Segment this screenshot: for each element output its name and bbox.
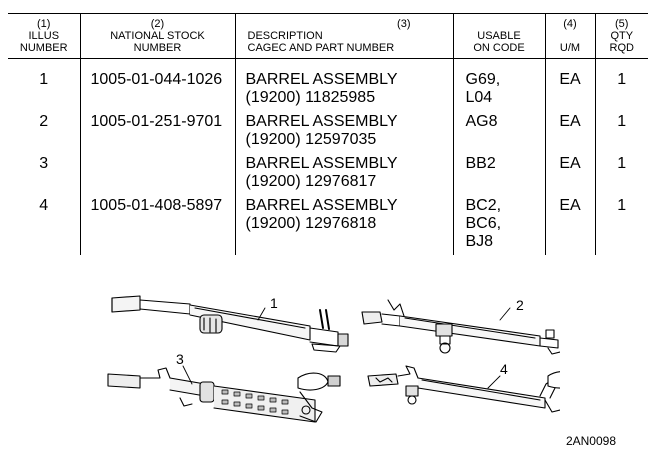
nsn-cell: 1005-01-251-9701	[79, 107, 235, 149]
header-usable-on-code: USABLE ON CODE	[452, 13, 545, 59]
parts-table: (1) ILLUS NUMBER (2) NATIONAL STOCK NUMB…	[8, 13, 648, 255]
barrel-assemblies-illustration: 1 2 3 4	[107, 295, 560, 423]
header-national-stock-number: (2) NATIONAL STOCK NUMBER	[79, 13, 235, 59]
nsn-cell: 1005-01-044-1026	[79, 58, 235, 107]
callout-2: 2	[516, 297, 524, 313]
table-row: 3 BARREL ASSEMBLY (19200) 12976817 BB2 E…	[8, 149, 648, 191]
unit-of-measure-cell: EA	[544, 107, 595, 149]
table-row: 4 1005-01-408-5897 BARREL ASSEMBLY (1920…	[8, 191, 648, 255]
unit-of-measure-cell: EA	[544, 191, 595, 255]
description-cell: BARREL ASSEMBLY (19200) 11825985	[234, 58, 453, 107]
unit-of-measure-cell: EA	[544, 58, 595, 107]
description-cell: BARREL ASSEMBLY (19200) 12976818	[234, 191, 453, 255]
usable-on-code-cell: G69, L04	[452, 58, 545, 107]
callout-1: 1	[270, 295, 278, 311]
table-row: 2 1005-01-251-9701 BARREL ASSEMBLY (1920…	[8, 107, 648, 149]
barrel-assembly-1-drawing	[111, 295, 349, 353]
header-row: (1) ILLUS NUMBER (2) NATIONAL STOCK NUMB…	[8, 13, 648, 59]
illus-number-cell: 1	[39, 71, 49, 88]
header-quantity-required: (5) QTY RQD	[594, 13, 648, 59]
unit-of-measure-cell: EA	[544, 149, 595, 191]
usable-on-code-cell: AG8	[452, 107, 545, 149]
description-cell: BARREL ASSEMBLY (19200) 12597035	[234, 107, 453, 149]
header-illus-number: (1) ILLUS NUMBER	[8, 13, 80, 59]
quantity-cell: 1	[594, 149, 648, 191]
header-description: (3) DESCRIPTION CAGEC AND PART NUMBER	[234, 13, 453, 59]
header-unit-of-measure: (4) U/M	[544, 13, 595, 59]
barrel-assembly-2-drawing	[361, 299, 560, 355]
barrel-assembly-3-drawing	[107, 367, 341, 423]
nsn-cell	[79, 149, 235, 191]
quantity-cell: 1	[594, 58, 648, 107]
table-row: 1 1005-01-044-1026 BARREL ASSEMBLY (1920…	[8, 58, 648, 107]
illus-number-cell: 3	[39, 155, 49, 172]
usable-on-code-cell: BC2, BC6, BJ8	[452, 191, 545, 255]
quantity-cell: 1	[594, 107, 648, 149]
quantity-cell: 1	[594, 191, 648, 255]
barrel-assembly-4-drawing	[367, 365, 560, 413]
description-cell: BARREL ASSEMBLY (19200) 12976817	[234, 149, 453, 191]
illus-number-cell: 2	[39, 113, 49, 130]
nsn-cell: 1005-01-408-5897	[79, 191, 235, 255]
callout-3: 3	[176, 351, 184, 367]
illus-number-cell: 4	[39, 197, 49, 214]
figure-code: 2AN0098	[565, 434, 616, 448]
callout-4: 4	[500, 361, 508, 377]
usable-on-code-cell: BB2	[452, 149, 545, 191]
